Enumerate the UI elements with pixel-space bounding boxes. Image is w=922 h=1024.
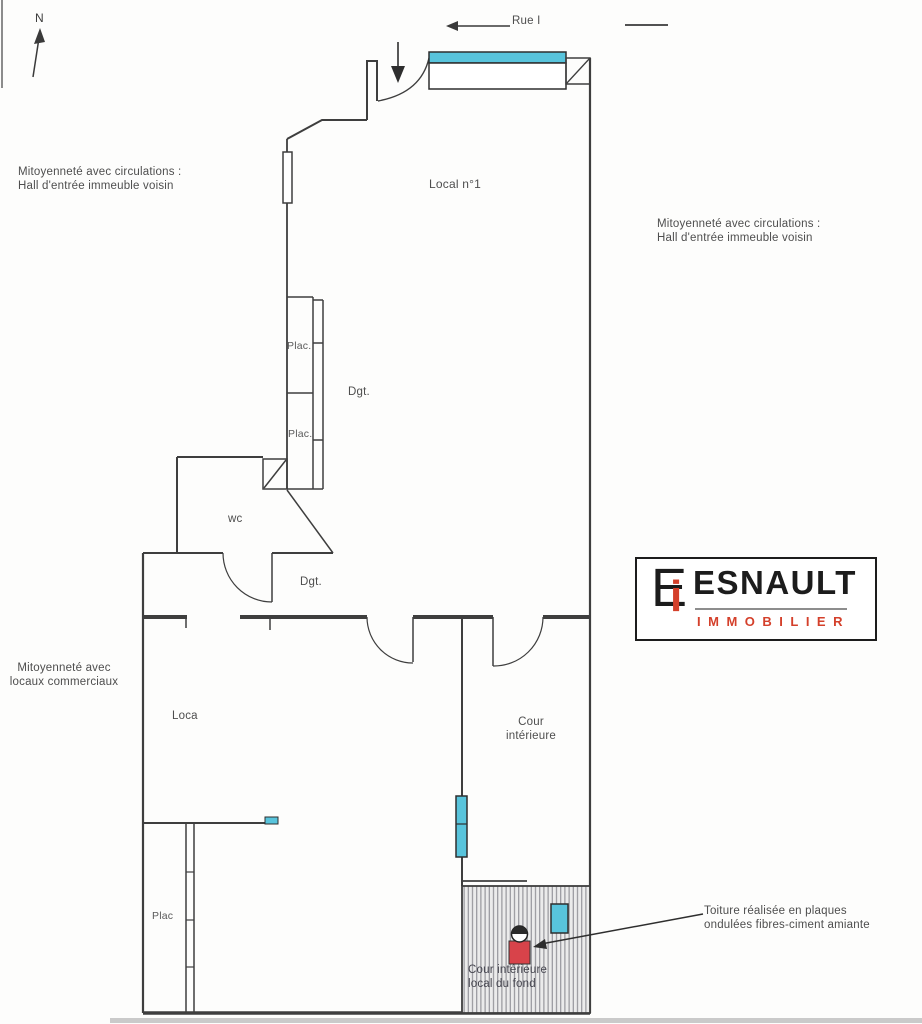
label-line: Cour intérieure <box>468 964 548 976</box>
room-label-local-lower: Loca <box>172 710 198 722</box>
room-label-courtyard: Cour intérieure <box>486 716 576 743</box>
logo-monogram-e: E <box>651 558 688 618</box>
door-to-local <box>366 616 414 664</box>
closet-door-box <box>262 458 288 490</box>
entrance-arrow-icon <box>391 42 405 83</box>
upper-closet <box>287 296 324 490</box>
party-wall-note-mid-left: Mitoyenneté avec locaux commerciaux <box>0 662 128 689</box>
wc-room-walls <box>143 456 333 554</box>
street-label: Rue I <box>512 15 541 27</box>
corner-pier-box <box>565 57 591 85</box>
door-to-courtyard <box>492 616 544 667</box>
courtyard-window <box>550 903 569 934</box>
courtyard-wall-window <box>455 795 468 858</box>
open-door-leaf <box>286 489 334 554</box>
room-label-plac-top: Plac. <box>287 340 312 352</box>
logo-divider <box>695 608 847 610</box>
room-label-local1: Local n°1 <box>429 177 481 191</box>
entrance-pier <box>366 60 378 120</box>
label-line: intérieure <box>506 729 556 742</box>
note-line: ondulées fibres-ciment amiante <box>704 918 870 931</box>
storefront-window <box>428 51 567 90</box>
room-label-dgt-upper: Dgt. <box>348 386 370 398</box>
covered-courtyard <box>461 880 591 1014</box>
north-label: N <box>35 11 44 25</box>
street-arrow-icon <box>446 21 510 31</box>
note-line: Toiture réalisée en plaques <box>704 905 847 917</box>
north-arrow-icon <box>32 28 45 78</box>
upper-left-window <box>282 151 293 204</box>
room-label-wc: wc <box>228 513 243 525</box>
red-fixture-icon <box>508 925 531 965</box>
entrance-door-swing <box>377 57 430 102</box>
note-line: Hall d'entrée immeuble voisin <box>657 231 813 244</box>
note-line: Mitoyenneté avec circulations : <box>18 166 182 178</box>
note-line: locaux commerciaux <box>9 675 119 688</box>
logo-monogram-i: i <box>670 572 683 621</box>
scan-bottom-band <box>110 1018 922 1023</box>
room-label-dgt-lower: Dgt. <box>300 576 322 588</box>
party-wall-note-right: Mitoyenneté avec circulations : Hall d'e… <box>657 218 820 245</box>
small-window <box>264 816 279 825</box>
room-label-plac-bottom: Plac <box>152 910 174 922</box>
bottom-closet <box>143 822 265 1013</box>
logo-brand-name: ESNAULT <box>693 564 857 601</box>
party-wall-note-top-left: Mitoyenneté avec circulations : Hall d'e… <box>18 166 181 193</box>
exterior-walls <box>141 57 592 1015</box>
note-line: Mitoyenneté avec circulations : <box>657 218 821 230</box>
label-line: local du fond <box>468 977 536 990</box>
wc-door <box>222 552 273 603</box>
label-line: Cour <box>518 716 544 728</box>
room-label-plac-mid: Plac. <box>288 428 313 440</box>
logo-subtitle: IMMOBILIER <box>697 614 850 629</box>
note-line: Hall d'entrée immeuble voisin <box>18 179 174 192</box>
roof-annotation-arrow-icon <box>533 913 704 949</box>
esnault-logo: E i ESNAULT IMMOBILIER <box>635 557 877 641</box>
dividing-wall <box>143 615 590 630</box>
room-label-courtyard-back: Cour intérieure local du fond <box>468 964 547 991</box>
roof-annotation-note: Toiture réalisée en plaques ondulées fib… <box>704 905 870 932</box>
note-line: Mitoyenneté avec <box>17 662 111 674</box>
